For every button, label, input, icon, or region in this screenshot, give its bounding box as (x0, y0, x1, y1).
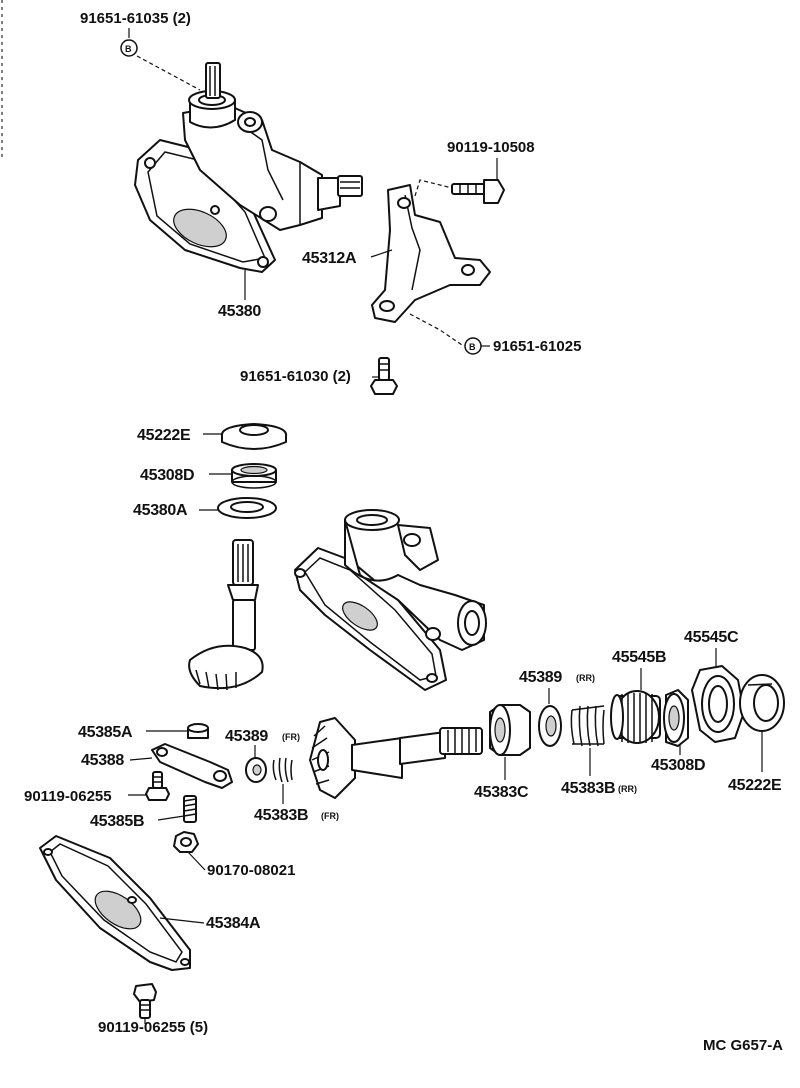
bolt-90119-06255-b (133, 983, 157, 1019)
label-91651-61035: 91651-61035 (2) (80, 10, 191, 27)
dust-cover-45222e-top (220, 423, 288, 450)
sector-shaft (188, 539, 264, 691)
label-45383b-rr: 45383B (561, 780, 615, 797)
bolt-90119-06255-a (145, 771, 170, 801)
label-90119-06255-b: 90119-06255 (5) (98, 1019, 208, 1036)
label-90119-06255-a: 90119-06255 (24, 788, 112, 805)
adjusting-screw-45545b (610, 690, 661, 744)
label-45222e-right: 45222E (728, 777, 782, 794)
marker-b-top: B (125, 44, 132, 54)
label-45222e-top: 45222E (137, 427, 191, 444)
label-45389-fr-suffix: (FR) (282, 732, 300, 742)
label-45380a: 45380A (133, 502, 188, 519)
label-45545c: 45545C (684, 629, 739, 646)
spring-45383b-fr (272, 757, 293, 783)
label-45380: 45380 (218, 303, 261, 320)
bolt-91651-61030 (370, 357, 398, 395)
cover-45384a (39, 835, 191, 971)
bracket-45312a (371, 184, 491, 323)
b-marker-icon-top (120, 39, 138, 57)
label-45385b: 45385B (90, 813, 144, 830)
marker-b-right: B (469, 342, 476, 352)
plug-45385a (187, 723, 209, 739)
label-90119-10508: 90119-10508 (447, 139, 535, 156)
lower-gear-housing (294, 509, 487, 691)
label-45389-fr: 45389 (225, 728, 268, 745)
dust-cover-45222e-right (739, 674, 785, 732)
washer-45380a (217, 497, 277, 519)
label-45383b-rr-suffix: (RR) (618, 784, 637, 794)
label-45389-rr: 45389 (519, 669, 562, 686)
bearing-45389-rr (538, 705, 562, 747)
diagram-code: MC G657-A (703, 1037, 783, 1054)
nut-90170-08021 (173, 831, 199, 853)
label-45385a: 45385A (78, 724, 133, 741)
label-45383b-fr: 45383B (254, 807, 308, 824)
bearing-45383c (489, 704, 531, 756)
worm-shaft (309, 717, 483, 799)
label-91651-61030: 91651-61030 (2) (240, 368, 351, 385)
bearing-45389-fr (245, 757, 267, 783)
lock-nut-45545c (691, 665, 745, 743)
label-90170-08021: 90170-08021 (207, 862, 295, 879)
lock-plate-45388 (151, 743, 233, 789)
label-45383b-fr-suffix: (FR) (321, 811, 339, 821)
label-45383c: 45383C (474, 784, 529, 801)
adjust-screw-45385b (183, 795, 197, 823)
label-45388: 45388 (81, 752, 124, 769)
gearbox-housing-assembly (134, 62, 363, 273)
oil-seal-45308d-right (663, 689, 689, 747)
label-45308d-right: 45308D (651, 757, 705, 774)
label-45312a: 45312A (302, 250, 357, 267)
label-45308d-top: 45308D (140, 467, 194, 484)
label-91651-61025: 91651-61025 (493, 338, 581, 355)
spring-45383b-rr (570, 705, 605, 747)
bolt-90119-10508 (451, 179, 505, 204)
oil-seal-45308d-top (231, 463, 277, 489)
label-45545b: 45545B (612, 649, 666, 666)
label-45384a: 45384A (206, 915, 261, 932)
label-45389-rr-suffix: (RR) (576, 673, 595, 683)
